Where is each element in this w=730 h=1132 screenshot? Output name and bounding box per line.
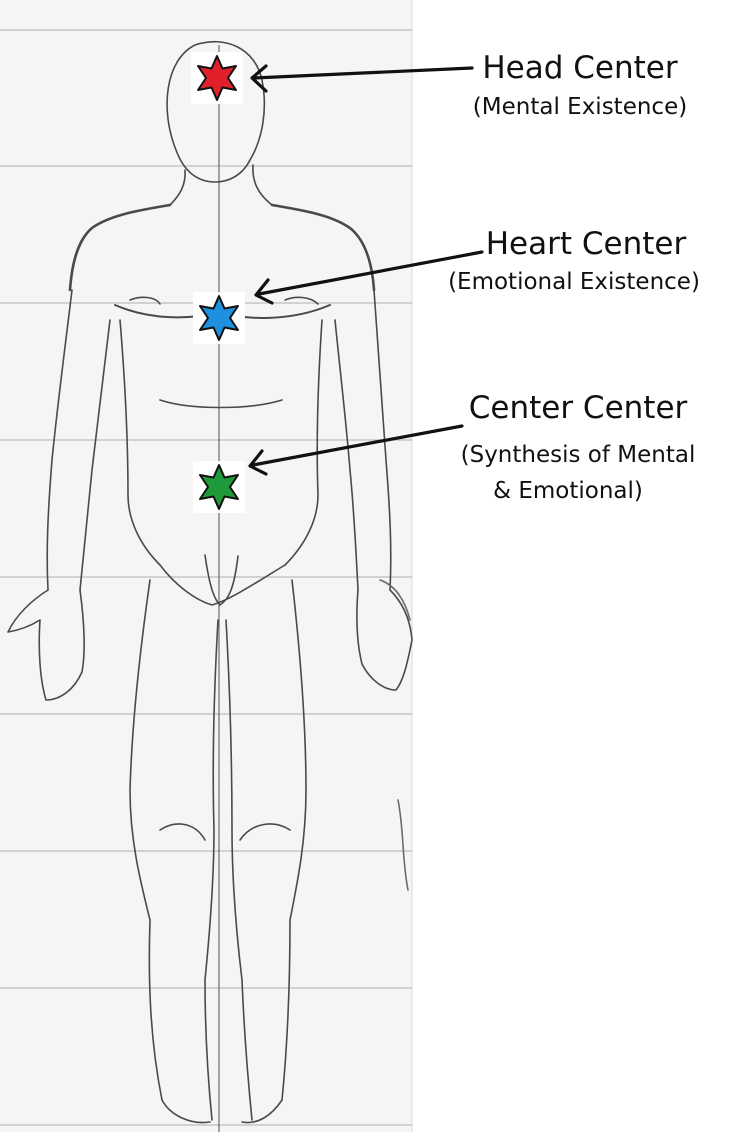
heart-center-title: Heart Center <box>485 226 687 262</box>
six-pointed-star-icon <box>199 295 239 341</box>
center-center-title: Center Center <box>468 390 688 426</box>
heart-center-subtitle: (Emotional Existence) <box>448 269 700 295</box>
rule-lines <box>0 29 412 1126</box>
human-figure-sketch <box>7 40 413 1124</box>
arrows <box>248 64 484 476</box>
center-center-subtitle-line-2: & Emotional) <box>493 478 643 504</box>
six-pointed-star-icon <box>199 464 239 510</box>
center-center-star <box>193 461 245 513</box>
head-center-star <box>191 52 243 104</box>
arrow-icon-head <box>250 64 474 93</box>
head-center-title: Head Center <box>482 50 678 86</box>
head-center-subtitle: (Mental Existence) <box>472 94 688 120</box>
heart-center-star <box>193 292 245 344</box>
arrow-icon-heart <box>254 250 484 305</box>
six-pointed-star-icon <box>197 55 237 101</box>
center-center-subtitle-line-1: (Synthesis of Mental <box>460 442 696 468</box>
arrow-icon-center <box>248 424 464 476</box>
